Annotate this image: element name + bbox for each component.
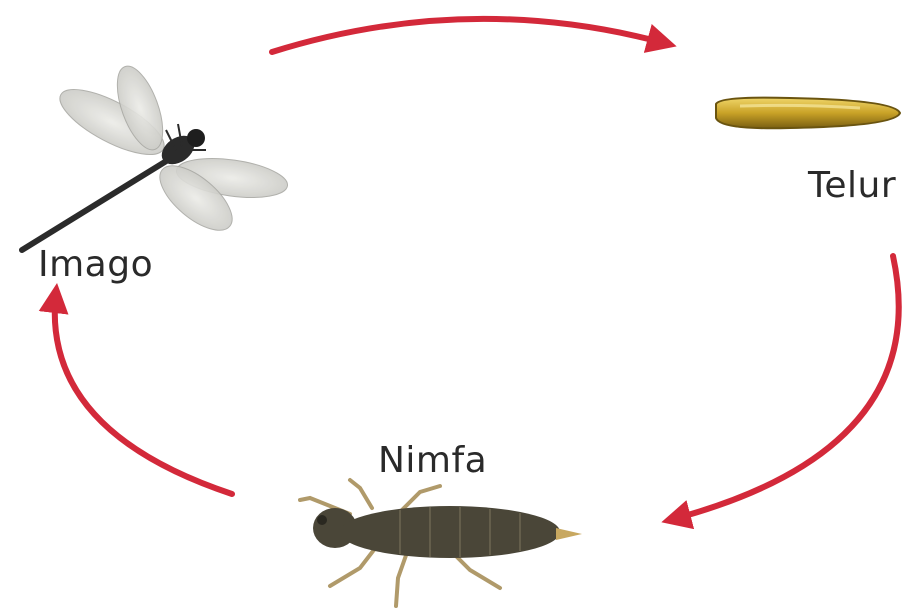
stage-label-telur: Telur	[808, 165, 896, 206]
egg-icon	[716, 98, 900, 129]
stage-label-imago: Imago	[38, 244, 153, 285]
arrow-telur-to-nimfa	[670, 256, 899, 520]
dragonfly-icon	[22, 60, 290, 250]
arrow-nimfa-to-imago	[55, 292, 232, 494]
arrow-imago-to-telur	[272, 19, 668, 52]
nymph-icon	[300, 480, 582, 606]
stage-label-nimfa: Nimfa	[378, 440, 487, 481]
